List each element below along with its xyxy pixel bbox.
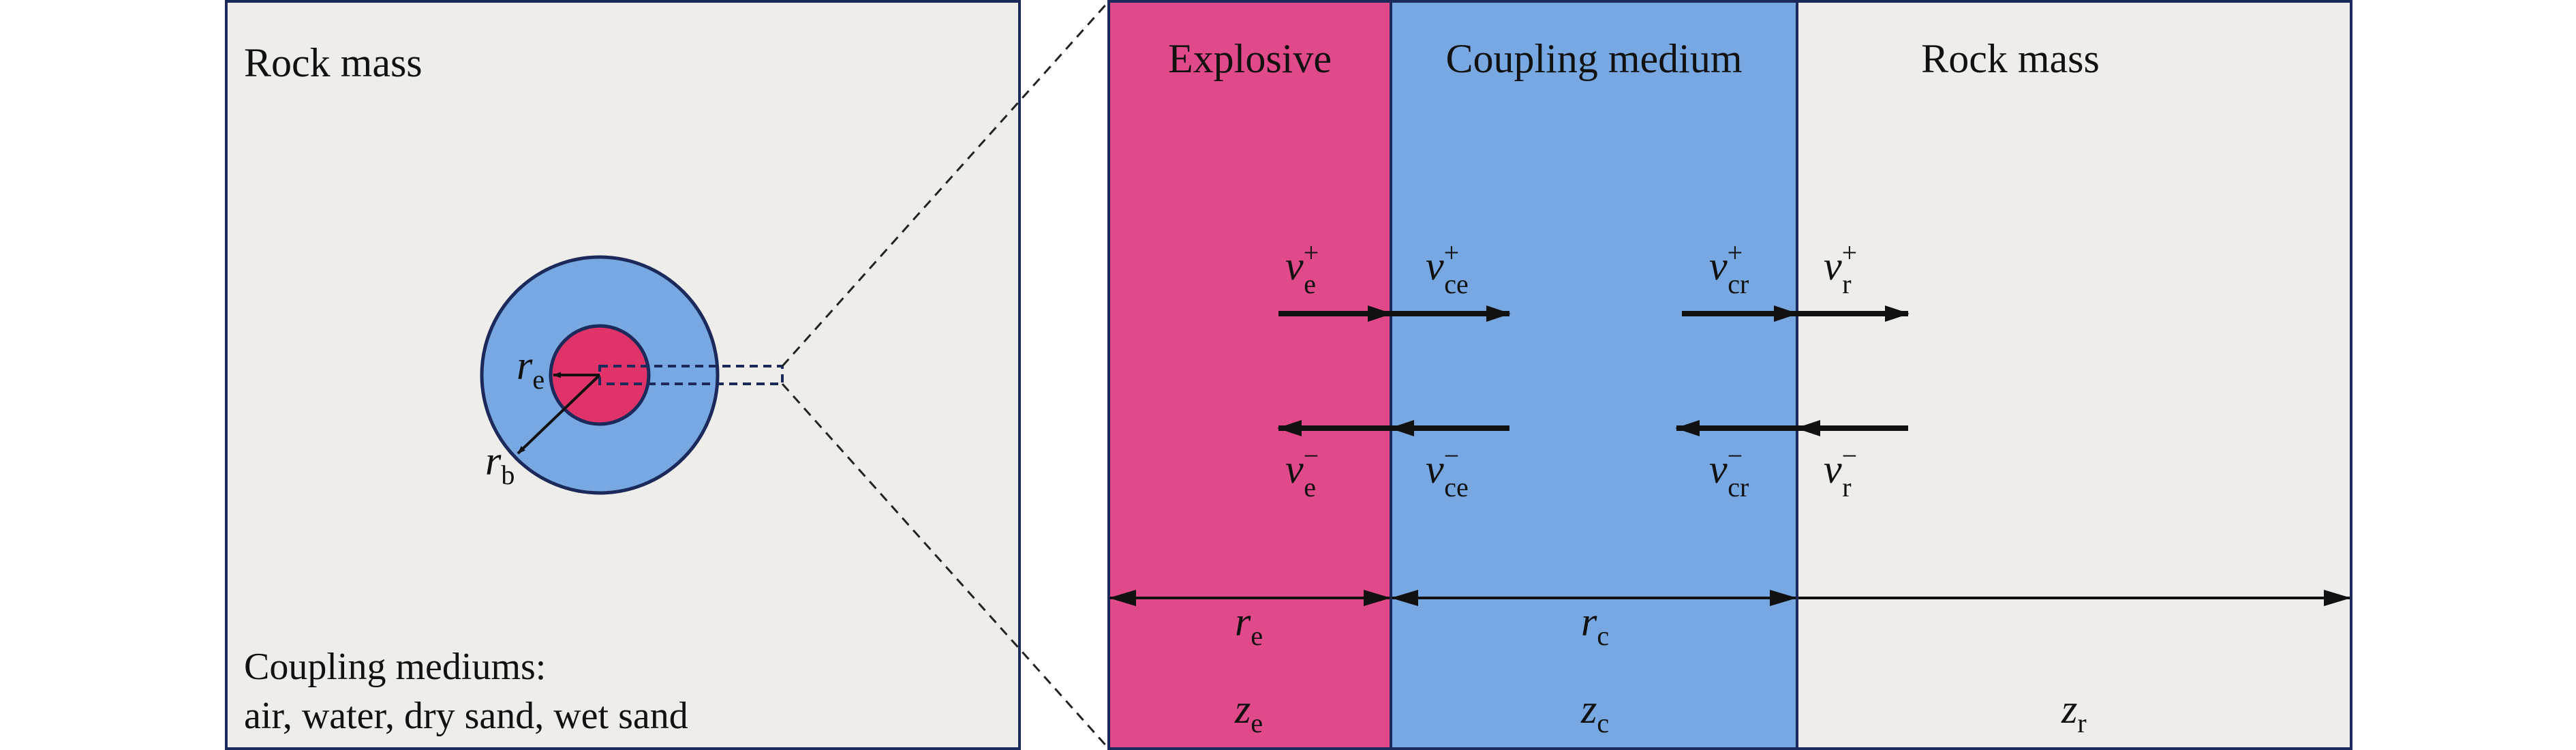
rock-mass-layer [1797,1,2351,749]
label-ve-minus: v−e [1285,440,1319,502]
label-re-right: re [1235,599,1263,651]
label-vcr-plus: v+cr [1709,237,1749,299]
label-zr: zr [2061,687,2087,738]
label-vce-plus: v+ce [1426,237,1469,299]
coupling-medium-layer [1391,1,1797,749]
coupling-medium-title: Coupling medium [1446,36,1743,81]
label-vr-plus: v+r [1824,237,1857,299]
left-rock-mass-title: Rock mass [244,40,423,85]
explosive-layer [1109,1,1391,749]
left-panel: Rock mass re rb Coupling mediums: air, w… [225,0,1021,750]
label-vr-minus: v−r [1824,440,1857,502]
label-vce-minus: v−ce [1426,440,1469,502]
label-re-left: re [517,343,545,395]
label-rb-left: rb [485,438,515,490]
right-panel: Explosive Coupling medium Rock mass v+e … [1107,0,2352,750]
radius-rb-arrow [517,374,601,455]
coupling-mediums-heading: Coupling mediums: [244,646,546,688]
label-ve-plus: v+e [1285,237,1319,299]
label-zc: zc [1580,687,1609,738]
coupling-mediums-list: air, water, dry sand, wet sand [244,695,688,737]
right-rock-mass-title: Rock mass [1921,36,2100,81]
label-ze: ze [1234,687,1263,738]
label-rc-right: rc [1581,599,1609,651]
explosive-title: Explosive [1168,36,1332,81]
label-vcr-minus: v−cr [1709,440,1749,502]
zoom-window [598,365,784,385]
right-panel-border [1107,0,2352,750]
